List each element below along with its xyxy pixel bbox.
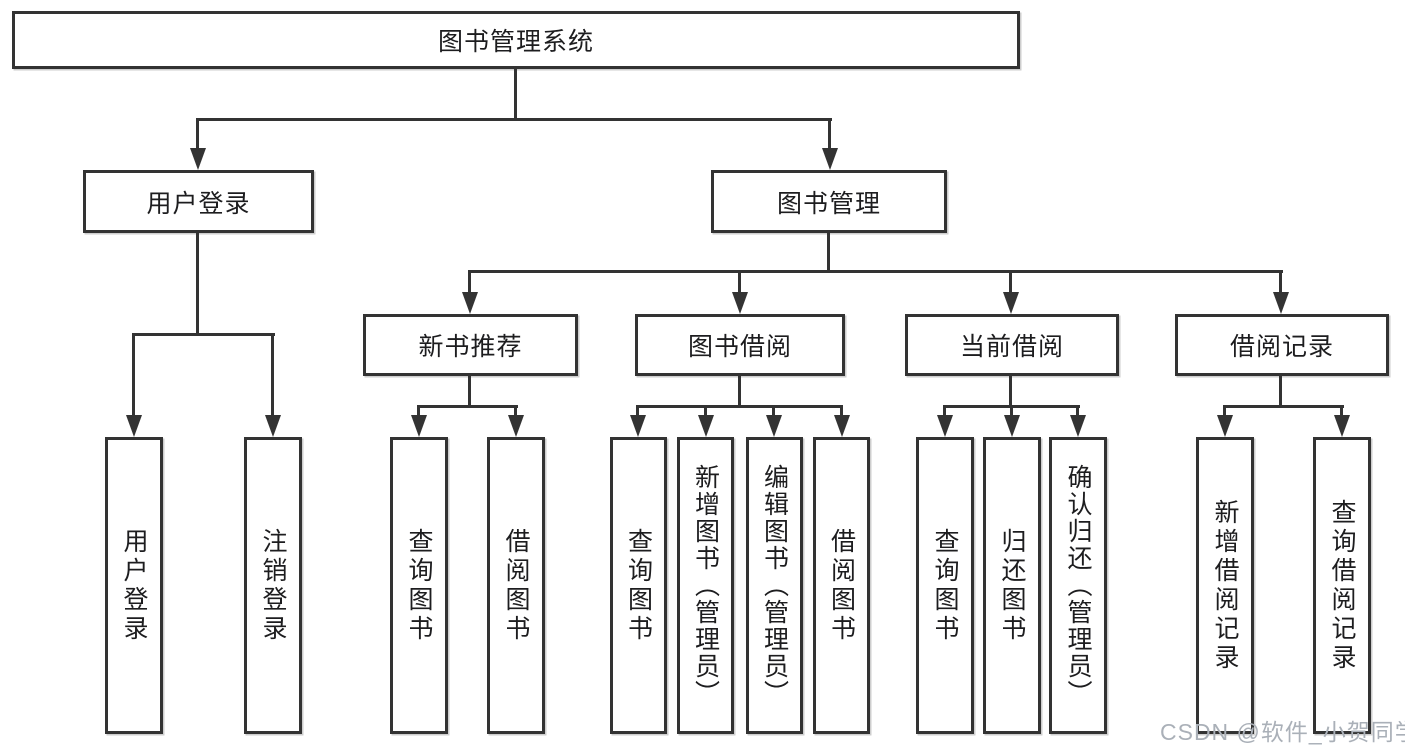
connector-line: [738, 374, 741, 407]
connector-line: [196, 118, 199, 150]
connector-line: [417, 405, 420, 417]
arrowhead-down-icon: [766, 415, 782, 437]
connector-line: [1009, 270, 1012, 294]
connector-line: [514, 67, 517, 120]
arrowhead-down-icon: [1217, 415, 1233, 437]
arrowhead-down-icon: [265, 415, 281, 437]
watermark: CSDN @软件_小贺同学: [1160, 719, 1405, 745]
connector-line: [1279, 374, 1282, 407]
arrowhead-down-icon: [1003, 292, 1019, 314]
connector-line: [840, 405, 843, 417]
arrowhead-down-icon: [698, 415, 714, 437]
connector-line: [1340, 405, 1343, 417]
leaf-query-borrow-record: 查询借阅记录: [1313, 437, 1371, 734]
connector-line: [827, 231, 830, 272]
connector-line: [1076, 405, 1079, 417]
leaf-add-borrow-record: 新增借阅记录: [1196, 437, 1254, 734]
connector-line: [1223, 405, 1344, 408]
leaf-edit-book-admin: 编辑图书（管理员）: [746, 437, 803, 734]
leaf-logout: 注销登录: [244, 437, 302, 734]
connector-line: [636, 405, 843, 408]
leaf-confirm-return-admin: 确认归还（管理员）: [1049, 437, 1107, 734]
connector-line: [1009, 374, 1012, 407]
arrowhead-down-icon: [462, 292, 478, 314]
arrowhead-down-icon: [1004, 415, 1020, 437]
node-user-login: 用户登录: [83, 170, 314, 233]
connector-line: [196, 118, 832, 121]
connector-line: [271, 333, 274, 417]
leaf-return-books: 归还图书: [983, 437, 1041, 734]
leaf-borrow-books-recommend: 借阅图书: [487, 437, 545, 734]
arrowhead-down-icon: [1070, 415, 1086, 437]
arrowhead-down-icon: [937, 415, 953, 437]
connector-line: [738, 270, 741, 294]
node-book-management: 图书管理: [711, 170, 947, 233]
leaf-query-books-borrow: 查询图书: [610, 437, 667, 734]
connector-line: [132, 333, 135, 417]
connector-line: [1279, 270, 1282, 294]
node-library-system: 图书管理系统: [12, 11, 1020, 69]
connector-line: [828, 118, 831, 150]
connector-line: [943, 405, 946, 417]
node-current-borrowing: 当前借阅: [905, 314, 1119, 376]
arrowhead-down-icon: [834, 415, 850, 437]
arrowhead-down-icon: [508, 415, 524, 437]
connector-line: [514, 405, 517, 417]
connector-line: [704, 405, 707, 417]
connector-line: [1223, 405, 1226, 417]
leaf-user-login: 用户登录: [105, 437, 163, 734]
arrowhead-down-icon: [126, 415, 142, 437]
arrowhead-down-icon: [190, 148, 206, 170]
node-borrowing-records: 借阅记录: [1175, 314, 1389, 376]
leaf-query-books-recommend: 查询图书: [390, 437, 448, 734]
connector-line: [468, 270, 471, 294]
leaf-borrow-books: 借阅图书: [813, 437, 870, 734]
arrowhead-down-icon: [630, 415, 646, 437]
connector-line: [417, 405, 518, 408]
connector-line: [772, 405, 775, 417]
connector-line: [468, 374, 471, 407]
connector-line: [132, 333, 275, 336]
arrowhead-down-icon: [822, 148, 838, 170]
connector-line: [196, 231, 199, 335]
arrowhead-down-icon: [1273, 292, 1289, 314]
leaf-query-books-current: 查询图书: [916, 437, 974, 734]
arrowhead-down-icon: [1334, 415, 1350, 437]
connector-line: [1010, 405, 1013, 417]
node-book-borrowing: 图书借阅: [635, 314, 845, 376]
leaf-add-book-admin: 新增图书（管理员）: [677, 437, 734, 734]
arrowhead-down-icon: [411, 415, 427, 437]
node-new-book-recommendation: 新书推荐: [363, 314, 578, 376]
arrowhead-down-icon: [732, 292, 748, 314]
connector-line: [636, 405, 639, 417]
connector-line: [468, 270, 1283, 273]
